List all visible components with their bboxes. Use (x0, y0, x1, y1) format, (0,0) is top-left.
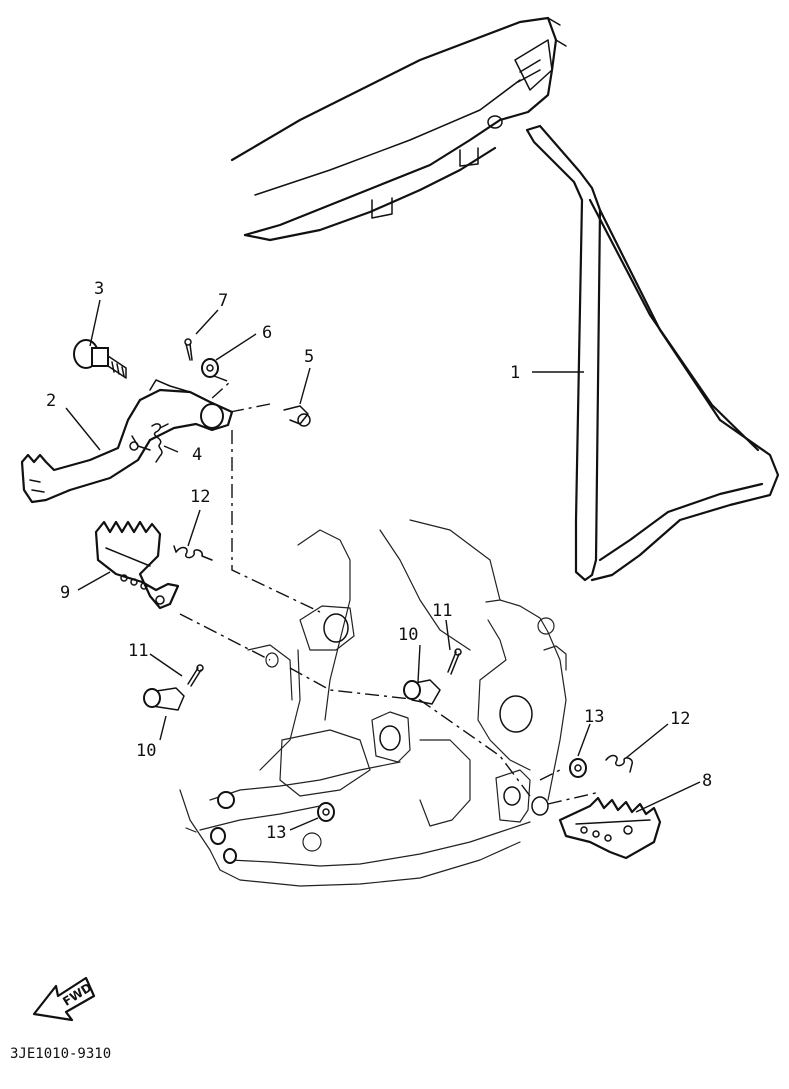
callout-13-left: 13 (266, 823, 286, 843)
pedal-pin (283, 405, 311, 427)
footrest-spring-left (173, 545, 213, 561)
callout-10-right: 10 (398, 625, 418, 645)
callout-10-left: 10 (136, 741, 156, 761)
footrest-pin-right (403, 679, 441, 705)
frame-rear-section (230, 16, 567, 242)
callout-leaders (65, 299, 701, 831)
callout-4: 4 (192, 445, 202, 465)
drawing-code: 3JE1010-9310 (10, 1046, 111, 1062)
callout-7: 7 (218, 291, 228, 311)
washer (201, 358, 219, 378)
callout-12-right: 12 (670, 709, 690, 729)
callout-11-left: 11 (128, 641, 148, 661)
cotter-pin-left (187, 664, 204, 687)
left-footrest (94, 520, 180, 610)
right-footrest (558, 796, 662, 860)
callout-11-right: 11 (432, 601, 452, 621)
fwd-arrow: FWD (32, 976, 96, 1022)
callout-6: 6 (262, 323, 272, 343)
brake-pedal (20, 379, 234, 504)
callout-5: 5 (304, 347, 314, 367)
footrest-pin-left (143, 687, 185, 711)
callout-1: 1 (510, 363, 520, 383)
callout-12-left: 12 (190, 487, 210, 507)
collar-right (569, 758, 587, 778)
callout-9: 9 (60, 583, 70, 603)
brake-pedal-pivot-bolt (73, 339, 127, 379)
assembly-centerlines (179, 375, 601, 805)
engine-frame-outline (179, 519, 567, 887)
footrest-spring-right (605, 754, 633, 773)
callout-8: 8 (702, 771, 712, 791)
brake-pedal-spring (151, 423, 169, 463)
callout-2: 2 (46, 391, 56, 411)
callout-3: 3 (94, 279, 104, 299)
sidestand (525, 124, 780, 582)
cotter-pin (184, 338, 193, 361)
callout-13-right: 13 (584, 707, 604, 727)
cotter-pin-right (447, 648, 462, 675)
collar-left (317, 802, 335, 822)
